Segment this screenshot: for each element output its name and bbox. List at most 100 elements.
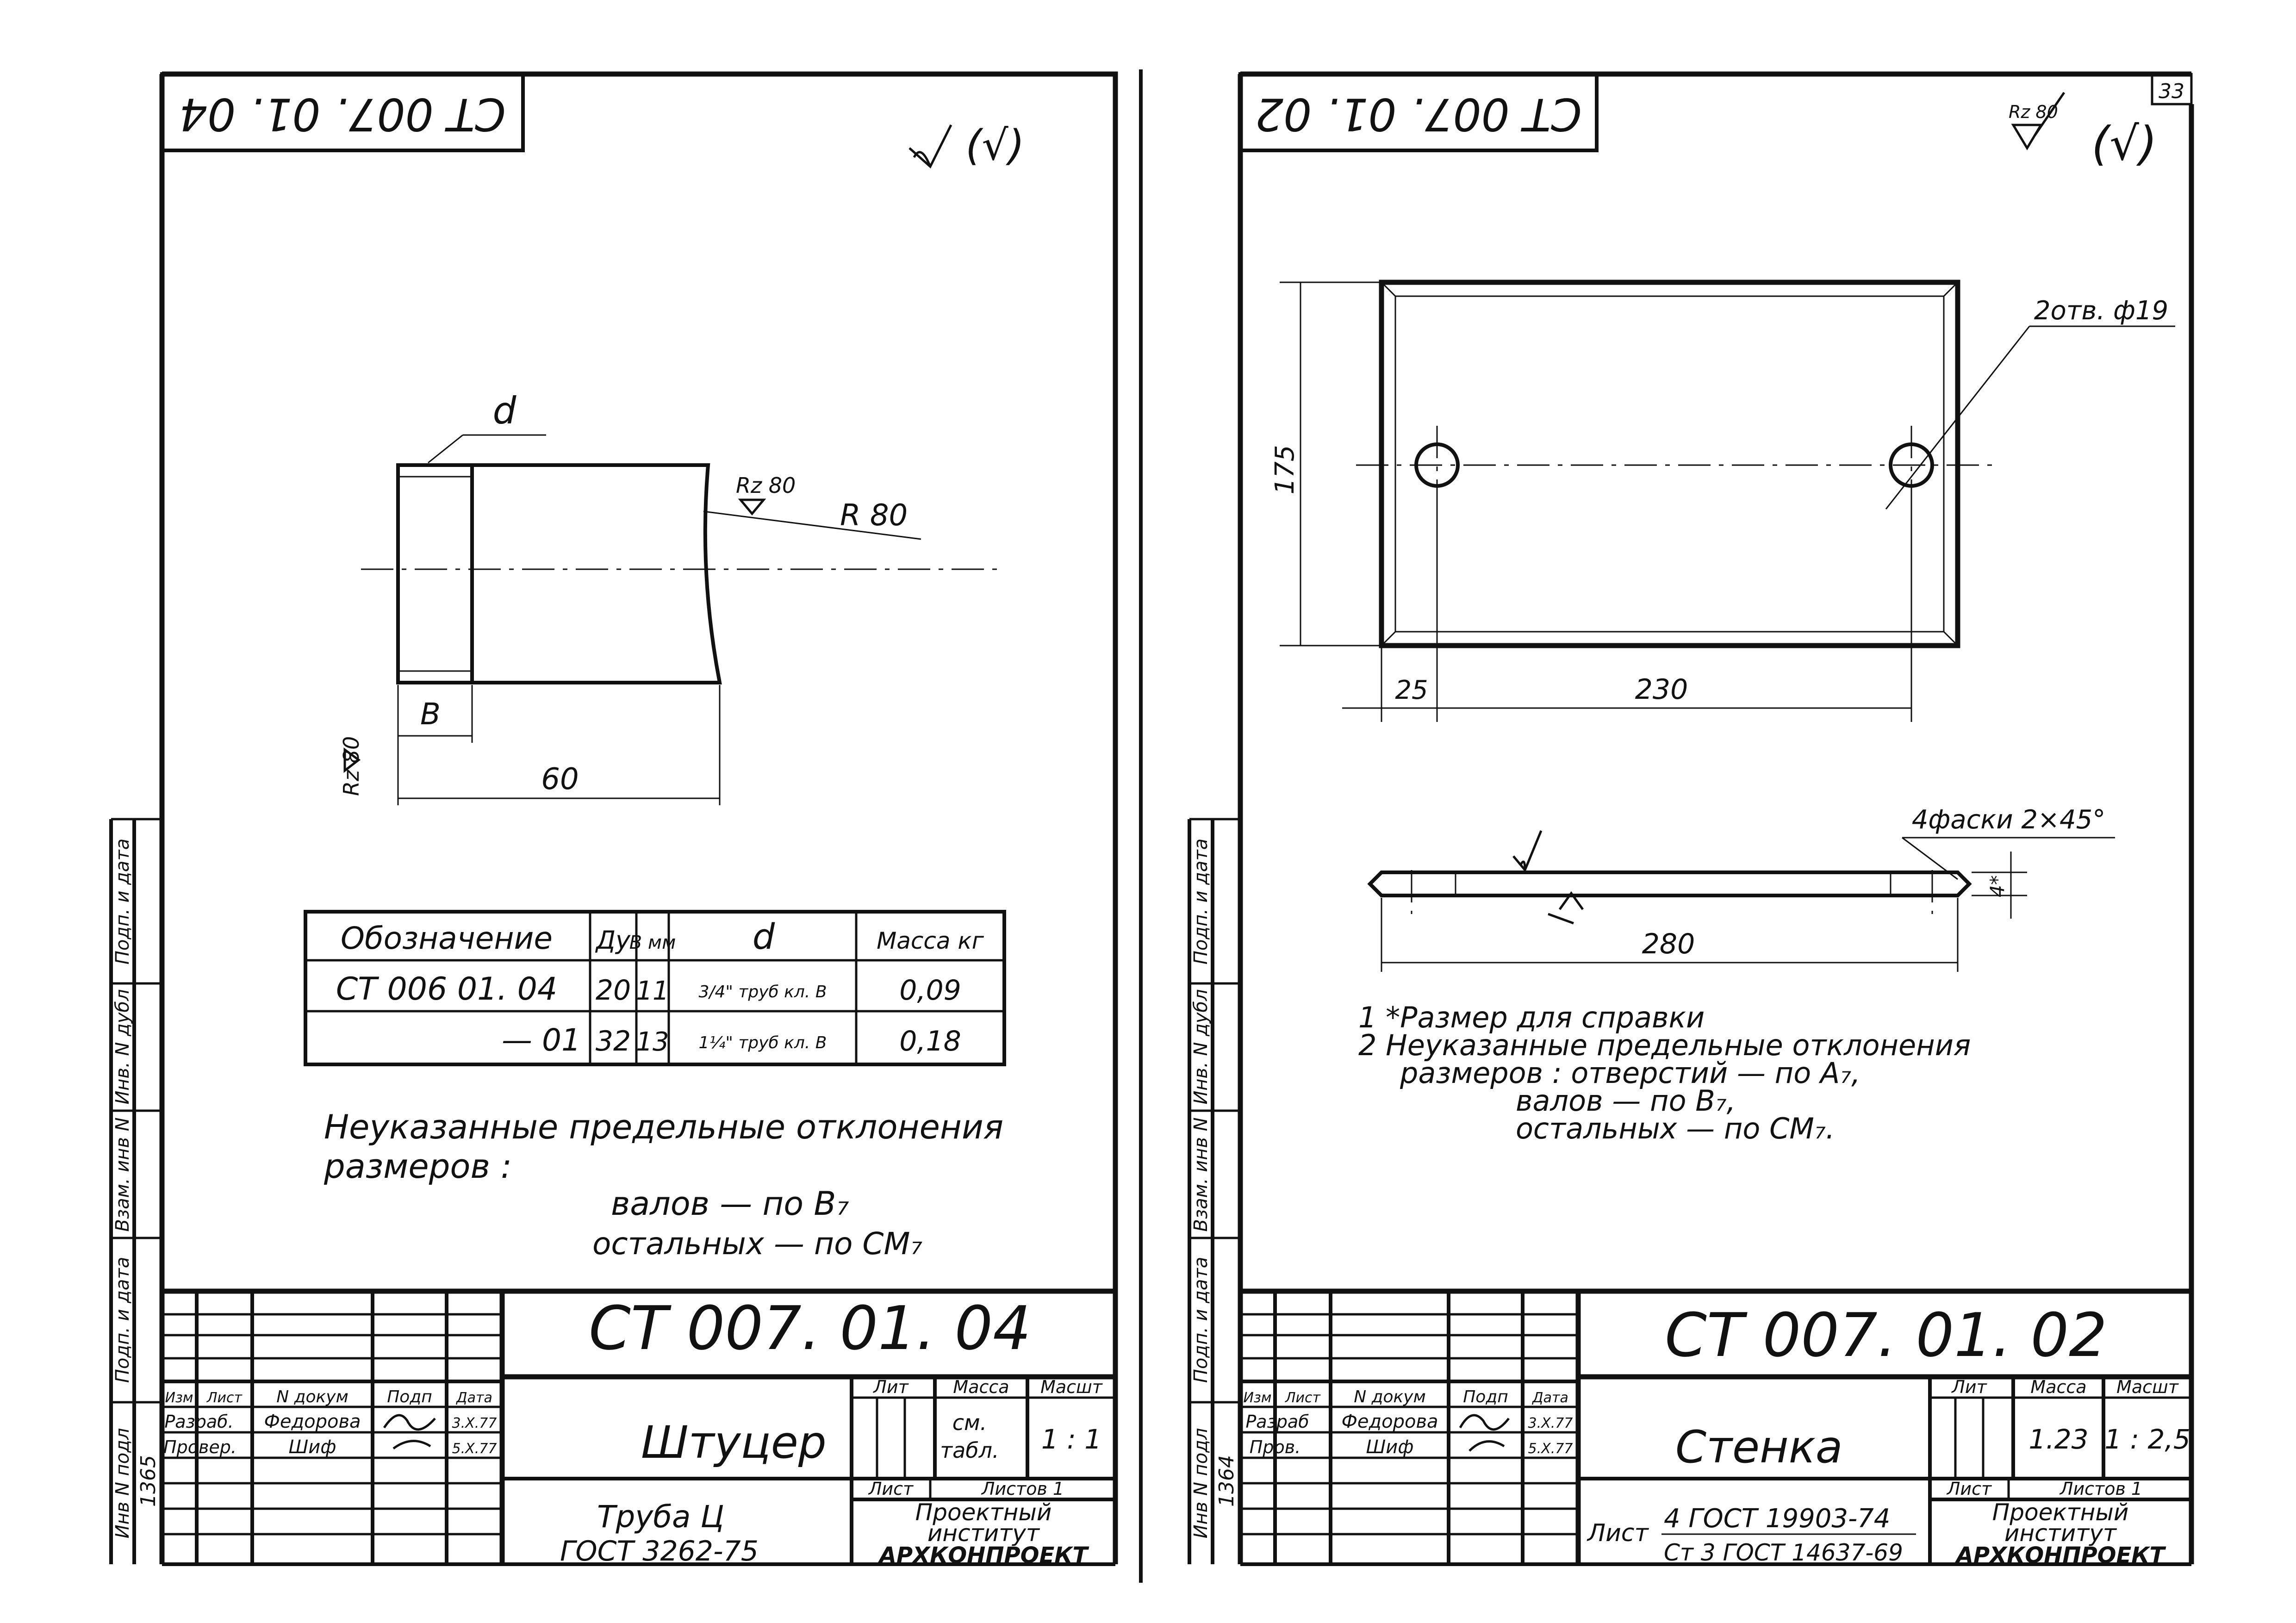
left-roughness-check-icon xyxy=(908,124,952,169)
spec-header-designation: Обозначение xyxy=(341,920,553,956)
left-roughness-mark: (√) xyxy=(965,121,1025,170)
spec-r2-designation: — 01 xyxy=(502,1022,581,1058)
right-r1-name: Федорова xyxy=(1341,1411,1438,1432)
dim25-label: 25 xyxy=(1395,675,1428,705)
spec-header-du: Ду xyxy=(595,926,631,955)
left-org-1: Проектный xyxy=(915,1499,1052,1526)
left-r2-name: Шиф xyxy=(289,1436,336,1458)
spec-r1-mass: 0,09 xyxy=(899,974,961,1007)
d-label: d xyxy=(493,389,517,432)
right-head-podp: Подп xyxy=(1463,1387,1508,1406)
right-massa: Масса xyxy=(2030,1377,2086,1397)
chamfer-leader xyxy=(1902,837,1958,880)
spec-r2-mass: 0,18 xyxy=(899,1025,961,1057)
right-r1-role: Разраб xyxy=(1245,1412,1309,1432)
spec-r1-d: 3/4" труб кл. В xyxy=(698,983,827,1001)
right-org-1: Проектный xyxy=(1992,1499,2129,1526)
left-strip-5: Инв N подл xyxy=(112,1428,133,1539)
left-material-1: Труба Ц xyxy=(597,1499,724,1535)
spec-table: Обозначение Ду В мм d Масса кг СТ 006 01… xyxy=(304,910,1006,1066)
fitting-thread-section xyxy=(396,463,474,684)
dim280-label: 280 xyxy=(1642,928,1695,960)
left-title-designation: СТ 007. 01. 04 xyxy=(589,1293,1031,1363)
right-strip-2: Инв. N дубл xyxy=(1190,989,1212,1104)
right-rotated-designation-box xyxy=(1238,72,1599,152)
spec-header-d: d xyxy=(753,916,775,957)
right-rotated-designation: CT 007. 01. 02 xyxy=(1255,88,1582,140)
right-material-1: 4 ГОСТ 19903-74 xyxy=(1664,1504,1890,1534)
spec-header-b: В мм xyxy=(629,932,676,953)
right-r2-name: Шиф xyxy=(1366,1436,1414,1458)
right-sheet: Лист xyxy=(1946,1479,1992,1499)
sheet-left: CT 007. 01. 04 (√) d Rz 80 R 80 B Rz 80 … xyxy=(109,71,1118,1568)
right-r1-date: 3.X.77 xyxy=(1528,1415,1573,1431)
left-note-4: остальных — по СМ₇ xyxy=(592,1226,922,1262)
spec-r2-d: 1¼" труб кл. В xyxy=(699,1033,827,1052)
right-title-designation: СТ 007. 01. 02 xyxy=(1665,1300,2107,1370)
spec-r2-b: 13 xyxy=(636,1027,669,1057)
left-r1-name: Федорова xyxy=(264,1411,361,1432)
section-roughness-top-icon xyxy=(1512,830,1543,872)
hole-2 xyxy=(1889,442,1934,488)
left-strip-4: Подп. и дата xyxy=(112,1257,133,1383)
right-strip-1: Подп. и дата xyxy=(1190,839,1212,964)
section-roughness-bottom-icon xyxy=(1548,891,1584,925)
left-note-2: размеров : xyxy=(324,1147,512,1186)
r80-leader xyxy=(703,510,921,540)
holes-leader xyxy=(1885,326,2030,510)
left-head-izm: Изм xyxy=(165,1390,193,1406)
right-head-ndoc: N докум xyxy=(1354,1387,1426,1406)
left-strip-3: Взам. инв N xyxy=(112,1117,133,1231)
right-r2-date: 5.X.77 xyxy=(1528,1441,1573,1457)
right-lit: Лит xyxy=(1951,1377,1987,1397)
left-strip-1: Подп. и дата xyxy=(112,839,133,964)
spec-r1-du: 20 xyxy=(596,974,631,1007)
right-note-1: 1 *Размер для справки xyxy=(1358,1001,1705,1034)
right-title-block: СТ 007. 01. 02 Стенка Лист 4 ГОСТ 19903-… xyxy=(1240,1288,2191,1568)
right-r2-role: Пров. xyxy=(1250,1437,1300,1457)
dim60-label: 60 xyxy=(541,762,579,796)
left-note-1: Неуказанные предельные отклонения xyxy=(324,1107,1003,1146)
rz-side-triangle-icon xyxy=(343,747,361,773)
left-sheet: Лист xyxy=(868,1479,914,1499)
left-title-name: Штуцер xyxy=(641,1417,827,1468)
d-leader xyxy=(428,434,463,464)
dim4-label: 4* xyxy=(1986,875,2009,897)
right-note-5: остальных — по СМ₇. xyxy=(1516,1112,1835,1145)
left-r2-date: 5.X.77 xyxy=(452,1441,497,1457)
left-note-3: валов — по В₇ xyxy=(611,1185,849,1223)
left-massa-val-2: табл. xyxy=(940,1438,999,1463)
left-masht: Масшт xyxy=(1040,1377,1103,1397)
left-sheets: Листов 1 xyxy=(981,1479,1064,1499)
chamfer-label: 4фаски 2×45° xyxy=(1912,805,2105,835)
right-sheets: Листов 1 xyxy=(2059,1479,2142,1499)
right-inv-handwritten: 1364 xyxy=(1215,1455,1238,1507)
right-note-2: 2 Неуказанные предельные отклонения xyxy=(1358,1028,1971,1062)
right-strip-4: Подп. и дата xyxy=(1190,1257,1212,1383)
left-head-data: Дата xyxy=(455,1390,492,1406)
holes-label: 2отв. ф19 xyxy=(2034,296,2168,326)
plate-chamfer-edge xyxy=(1394,295,1945,633)
right-head-data: Дата xyxy=(1531,1390,1568,1406)
right-strip-3: Взам. инв N xyxy=(1190,1117,1212,1231)
left-strip-2: Инв. N дубл xyxy=(112,989,133,1104)
spec-r2-du: 32 xyxy=(596,1025,631,1057)
left-rotated-designation-box xyxy=(160,72,525,152)
right-roughness-icon xyxy=(2011,92,2066,150)
right-massa-val: 1.23 xyxy=(2028,1424,2088,1455)
left-signature-icon xyxy=(383,1414,436,1450)
right-head-list: Лист xyxy=(1285,1390,1321,1406)
page-number: 33 xyxy=(2159,80,2184,103)
left-title-block: СТ 007. 01. 04 Штуцер Труба Ц ГОСТ 3262-… xyxy=(162,1288,1115,1568)
left-head-ndoc: N докум xyxy=(276,1387,348,1406)
right-note-3: размеров : отверстий — по А₇, xyxy=(1400,1056,1860,1090)
spec-r1-b: 11 xyxy=(636,976,669,1006)
spec-r1-designation: СТ 006 01. 04 xyxy=(336,971,557,1007)
left-org-2: институт xyxy=(927,1520,1040,1547)
rz-triangle-icon xyxy=(738,498,766,516)
hole-1 xyxy=(1414,442,1460,488)
right-org-3: АРХКОНПРОЕКТ xyxy=(1954,1542,2166,1568)
right-side-strip: Подп. и дата Инв. N дубл Взам. инв N Под… xyxy=(1188,818,1240,1564)
left-r1-date: 3.X.77 xyxy=(452,1415,497,1431)
fitting-body xyxy=(472,463,722,684)
